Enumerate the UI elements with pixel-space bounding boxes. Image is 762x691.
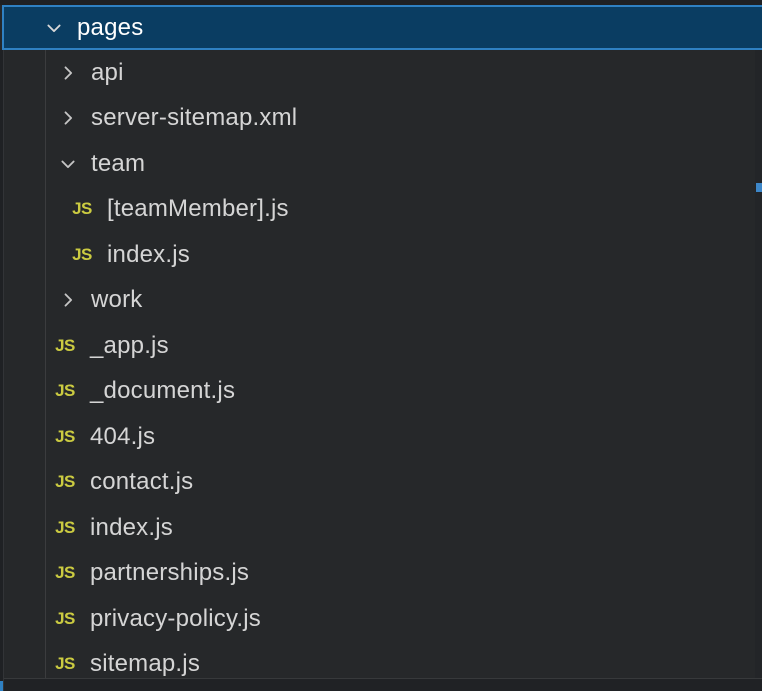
tree-item-contact-js[interactable]: JS contact.js	[0, 460, 762, 506]
file-tree: api server-sitemap.xml team JS [teamMemb…	[0, 50, 762, 678]
window-edge-bottom	[0, 678, 762, 691]
tree-item-team[interactable]: team	[0, 141, 762, 187]
indent-guide	[45, 50, 46, 678]
chevron-down-icon[interactable]	[44, 18, 64, 38]
tree-item-work[interactable]: work	[0, 278, 762, 324]
js-file-icon: JS	[55, 608, 75, 628]
scrollbar-selection-marker	[756, 183, 762, 192]
root-folder-label: pages	[77, 13, 144, 41]
tree-item-pages-root[interactable]: pages	[2, 5, 762, 50]
tree-item-label: work	[91, 286, 143, 314]
js-file-icon: JS	[55, 472, 75, 492]
tree-item-label: api	[91, 58, 124, 86]
tree-item-privacy-policy-js[interactable]: JS privacy-policy.js	[0, 596, 762, 642]
chevron-down-icon[interactable]	[58, 154, 78, 174]
tree-item-label: partnerships.js	[90, 559, 250, 587]
chevron-right-icon[interactable]	[58, 108, 78, 128]
tree-item-index-js[interactable]: JS index.js	[0, 505, 762, 551]
tree-item-partnerships-js[interactable]: JS partnerships.js	[0, 551, 762, 597]
tree-item-sitemap-js[interactable]: JS sitemap.js	[0, 642, 762, 679]
tree-item-team-index-js[interactable]: JS index.js	[0, 232, 762, 278]
chevron-right-icon[interactable]	[58, 290, 78, 310]
tree-item-label: index.js	[90, 513, 173, 541]
js-file-icon: JS	[55, 517, 75, 537]
tree-item-label: server-sitemap.xml	[91, 104, 298, 132]
tree-item-teammember-js[interactable]: JS [teamMember].js	[0, 187, 762, 233]
js-file-icon: JS	[55, 335, 75, 355]
tree-item-label: contact.js	[90, 468, 194, 496]
js-file-icon: JS	[55, 563, 75, 583]
window-edge-left	[0, 50, 4, 691]
tree-item-server-sitemap-xml[interactable]: server-sitemap.xml	[0, 96, 762, 142]
js-file-icon: JS	[55, 381, 75, 401]
tree-item-api[interactable]: api	[0, 50, 762, 96]
scrollbar-track[interactable]	[755, 50, 762, 678]
tree-item-document-js[interactable]: JS _document.js	[0, 369, 762, 415]
tree-item-app-js[interactable]: JS _app.js	[0, 323, 762, 369]
focus-border-fragment	[0, 681, 3, 691]
tree-item-label: [teamMember].js	[107, 195, 289, 223]
tree-item-label: index.js	[107, 240, 190, 268]
tree-item-label: privacy-policy.js	[90, 604, 261, 632]
tree-item-label: 404.js	[90, 422, 156, 450]
js-file-icon: JS	[72, 199, 92, 219]
tree-item-label: team	[91, 149, 146, 177]
tree-item-label: _app.js	[90, 331, 169, 359]
chevron-right-icon[interactable]	[58, 63, 78, 83]
tree-item-label: _document.js	[90, 377, 236, 405]
tree-item-404-js[interactable]: JS 404.js	[0, 414, 762, 460]
js-file-icon: JS	[55, 426, 75, 446]
tree-item-label: sitemap.js	[90, 650, 201, 678]
window-edge-top	[0, 0, 762, 5]
js-file-icon: JS	[72, 244, 92, 264]
js-file-icon: JS	[55, 654, 75, 674]
